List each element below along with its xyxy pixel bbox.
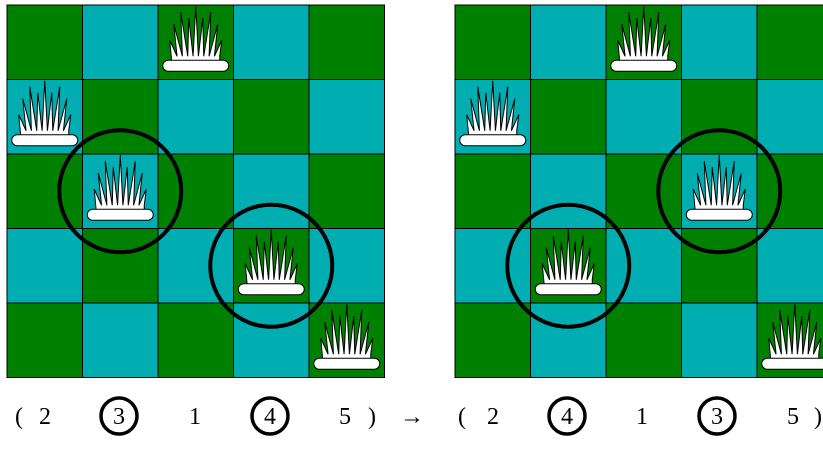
perm-before-value-3: 1: [189, 404, 201, 430]
board-cell: [158, 229, 234, 304]
board-cell: [83, 5, 159, 80]
perm-before-value-2: 3: [113, 404, 125, 430]
perm-after-value-2: 4: [561, 404, 573, 430]
board-cell: [158, 154, 234, 229]
board-cell: [234, 5, 310, 80]
board-cell: [757, 154, 823, 229]
board-cell: [455, 154, 531, 229]
perm-before-value-5: 5: [339, 404, 351, 430]
board-cell: [682, 80, 758, 155]
board-cell: [309, 80, 385, 155]
perm-before-value-4: 4: [264, 404, 276, 430]
board-cell: [531, 303, 607, 378]
open-paren-after: (: [458, 404, 466, 430]
board-before: [7, 5, 385, 378]
board-cell: [606, 80, 682, 155]
board-cell: [309, 229, 385, 304]
board-cell: [158, 80, 234, 155]
board-cell: [158, 303, 234, 378]
perm-after-value-5: 5: [787, 404, 799, 430]
board-cell: [606, 303, 682, 378]
open-paren-before: (: [15, 404, 23, 430]
board-cell: [682, 229, 758, 304]
board-cell: [234, 154, 310, 229]
board-cell: [531, 154, 607, 229]
board-cell: [455, 229, 531, 304]
perm-after-value-1: 2: [487, 404, 499, 430]
close-paren-before: ): [368, 404, 376, 430]
close-paren-after: ): [814, 404, 822, 430]
permutation-before: ( 2 3 1 4 5 ): [15, 398, 376, 434]
board-cell: [531, 80, 607, 155]
board-cell: [83, 303, 159, 378]
board-cell: [7, 154, 83, 229]
arrow-icon: →: [400, 404, 424, 430]
board-cell: [531, 5, 607, 80]
board-cell: [83, 229, 159, 304]
board-cell: [606, 229, 682, 304]
perm-before-value-1: 2: [39, 404, 51, 430]
board-cell: [234, 303, 310, 378]
board-cell: [234, 80, 310, 155]
board-cell: [309, 5, 385, 80]
board-cell: [455, 303, 531, 378]
perm-after-value-3: 1: [636, 404, 648, 430]
board-cell: [757, 5, 823, 80]
board-cell: [7, 5, 83, 80]
board-cell: [682, 5, 758, 80]
board-cell: [606, 154, 682, 229]
board-cell: [455, 5, 531, 80]
board-cell: [682, 303, 758, 378]
permutation-after: ( 2 4 1 3 5 ): [458, 398, 822, 434]
board-cell: [83, 80, 159, 155]
board-cell: [757, 80, 823, 155]
board-cell: [7, 229, 83, 304]
board-cell: [7, 303, 83, 378]
board-cell: [757, 229, 823, 304]
board-cell: [309, 154, 385, 229]
board-after: [455, 5, 823, 378]
perm-after-value-4: 3: [711, 404, 723, 430]
